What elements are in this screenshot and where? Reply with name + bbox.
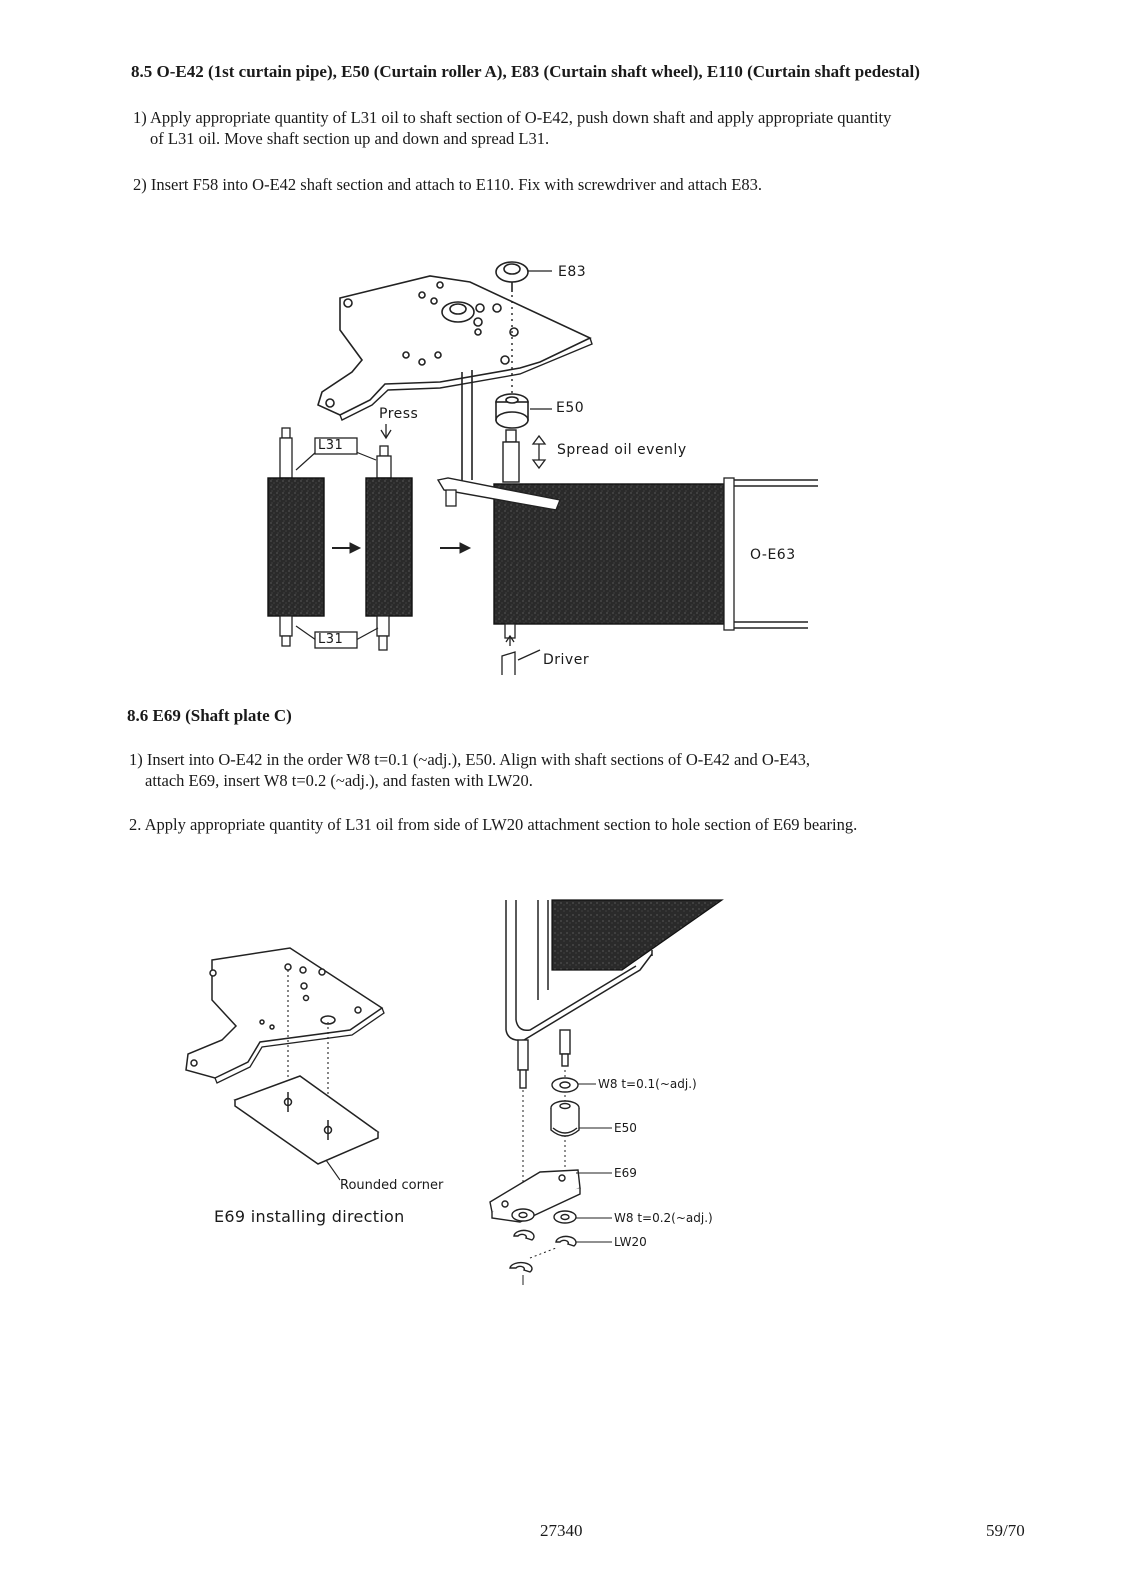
washer-w8-0-1 [551,1077,579,1093]
label-press: Press [379,406,419,422]
e83-wheel [495,261,529,292]
label-spread: Spread oil evenly [557,442,687,458]
label-l31-bottom: L31 [318,632,344,647]
label-w8-0-2: W8 t=0.2(~adj.) [614,1211,713,1225]
label-o-e63: O-E63 [750,547,796,563]
section-8-5-step2: 2) Insert F58 into O-E42 shaft section a… [133,175,762,194]
label-w8-0-1: W8 t=0.1(~adj.) [598,1077,697,1091]
curtain-assembly-figure [267,261,818,675]
label-rounded-corner: Rounded corner [340,1178,444,1193]
section-8-5-step1-line2: of L31 oil. Move shaft section up and do… [150,129,550,148]
doc-number: 27340 [540,1521,583,1540]
washer-w8-0-2 [511,1208,577,1224]
label-e69: E69 [614,1166,637,1180]
curtain-corner [551,899,724,971]
lw20-ring [509,1229,577,1273]
label-e83: E83 [558,264,587,280]
section-8-5-heading: 8.5 O-E42 (1st curtain pipe), E50 (Curta… [131,62,920,81]
e69-direction-figure [185,947,385,1181]
section-8-6-step1-line2: attach E69, insert W8 t=0.2 (~adj.), and… [145,771,533,790]
e50-roller-small [550,1100,580,1137]
label-lw20: LW20 [614,1235,647,1249]
curtain-o-e63 [436,477,818,639]
e69-direction-caption: E69 installing direction [214,1207,405,1226]
section-8-6-step2: 2. Apply appropriate quantity of L31 oil… [129,815,858,834]
shaft-plate [185,947,384,1079]
section-8-6-heading: 8.6 E69 (Shaft plate C) [127,706,292,725]
section-8-5-step1-line1: 1) Apply appropriate quantity of L31 oil… [133,108,892,127]
roller-1 [267,427,325,647]
label-l31-top: L31 [318,438,344,453]
e69-assembly-figure [489,899,724,1285]
pedestal-plate-e110 [317,275,592,416]
e50-roller [495,393,529,429]
roller-2 [365,445,413,651]
spread-arrow-icon [531,434,547,470]
driver-icon [501,634,541,675]
page-number: 59/70 [986,1521,1025,1540]
press-arrow-icon [380,424,392,440]
label-e50-small: E50 [614,1121,637,1135]
section-8-6-step1-line1: 1) Insert into O-E42 in the order W8 t=0… [129,750,811,769]
label-driver: Driver [543,652,590,668]
process-arrow-icon [332,542,472,554]
label-e50: E50 [556,400,585,416]
e69-plate [233,1075,380,1165]
